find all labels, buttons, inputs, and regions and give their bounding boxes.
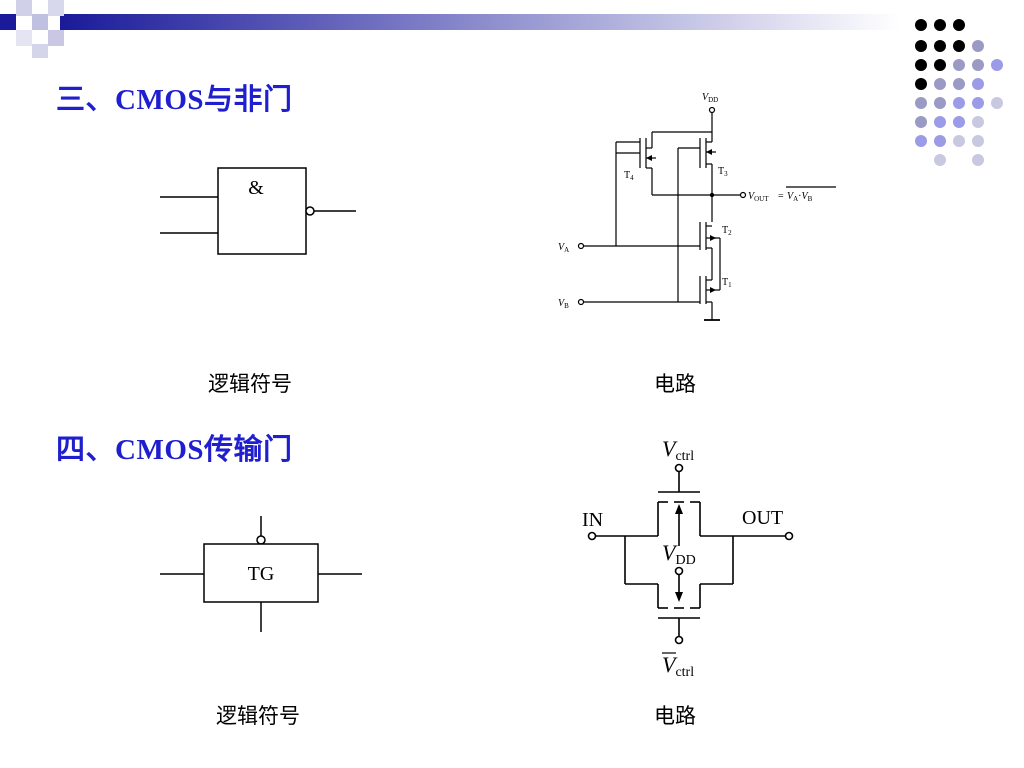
- in-terminal: [587, 531, 597, 541]
- dot-row-1: [915, 19, 965, 31]
- vdd-label: VDD: [702, 92, 718, 104]
- tg-gate-body: [203, 543, 319, 603]
- header-square-light-6: [48, 30, 64, 46]
- header-square-light-4: [16, 30, 32, 46]
- dot-row-5: [915, 97, 1003, 109]
- t3-label: T3: [718, 166, 728, 178]
- vout-terminal: [739, 191, 747, 199]
- dot-row-7: [915, 135, 984, 147]
- t2-label: T2: [722, 225, 732, 237]
- t4-arrow: [646, 155, 652, 161]
- section3-logic-caption: 逻辑符号: [208, 372, 292, 396]
- vb-terminal: [577, 298, 585, 306]
- section4-title: 四、CMOS传输门: [56, 434, 293, 466]
- dot-row-4: [915, 78, 984, 90]
- t1-label: T1: [722, 277, 732, 289]
- vctrl-bar-terminal: [674, 635, 684, 645]
- vctrl-label: Vctrl: [662, 436, 694, 464]
- nand-logic-symbol: &: [160, 167, 356, 255]
- vout-label: VOUT: [748, 191, 769, 203]
- header-square-light-1: [16, 0, 32, 16]
- output-junction-dot: [709, 192, 715, 198]
- section3-title: 三、CMOS与非门: [56, 84, 293, 116]
- vb-label: VB: [558, 298, 569, 310]
- va-label: VA: [558, 242, 569, 254]
- vctrl-terminal: [674, 463, 684, 473]
- dot-row-3: [915, 59, 1003, 71]
- t2-arrow: [710, 235, 716, 241]
- header-square-light-3: [48, 0, 64, 16]
- tg-circuit-diagram: Vctrl IN OUT VDD Vctrl: [582, 436, 794, 680]
- va-terminal: [577, 242, 585, 250]
- section4-circuit-caption: 电路: [654, 704, 696, 728]
- out-label: OUT: [742, 507, 783, 529]
- t4-label: T4: [624, 170, 634, 182]
- vdd-middle-label: VDD: [662, 540, 696, 568]
- bottom-channel-arrow: [675, 592, 683, 602]
- dot-grid-decoration: [915, 19, 1003, 166]
- header-decoration: [0, 0, 900, 58]
- vdd-middle-terminal: [674, 566, 684, 576]
- in-label: IN: [582, 509, 603, 531]
- vout-expression: VA·VB: [787, 191, 813, 203]
- nand-gate-body: [217, 167, 307, 255]
- out-terminal: [784, 531, 794, 541]
- section3-circuit-caption: 电路: [654, 372, 696, 396]
- header-banner-bar: [60, 14, 900, 30]
- top-channel-arrow: [675, 504, 683, 514]
- dot-row-8: [934, 154, 984, 166]
- tg-gate-symbol: TG: [248, 563, 275, 585]
- dot-row-6: [915, 116, 984, 128]
- nand-inversion-bubble: [305, 206, 315, 216]
- header-square-light-5: [32, 44, 48, 58]
- tg-control-bubble: [256, 535, 266, 545]
- dot-row-2: [915, 40, 984, 52]
- nand-gate-symbol: &: [248, 177, 264, 199]
- vdd-terminal: [708, 106, 716, 114]
- header-square-light-2: [32, 14, 48, 30]
- header-square-navy: [0, 14, 16, 30]
- section4-logic-caption: 逻辑符号: [216, 704, 300, 728]
- t1-arrow: [710, 287, 716, 293]
- vout-equals: =: [778, 191, 784, 202]
- nand-circuit-diagram: VDD T4 T3 T2 T1 VA VB VOUT = VA·VB: [558, 92, 836, 321]
- vctrl-bar-label: Vctrl: [662, 652, 694, 680]
- t3-arrow: [706, 149, 712, 155]
- tg-logic-symbol: TG: [160, 516, 362, 632]
